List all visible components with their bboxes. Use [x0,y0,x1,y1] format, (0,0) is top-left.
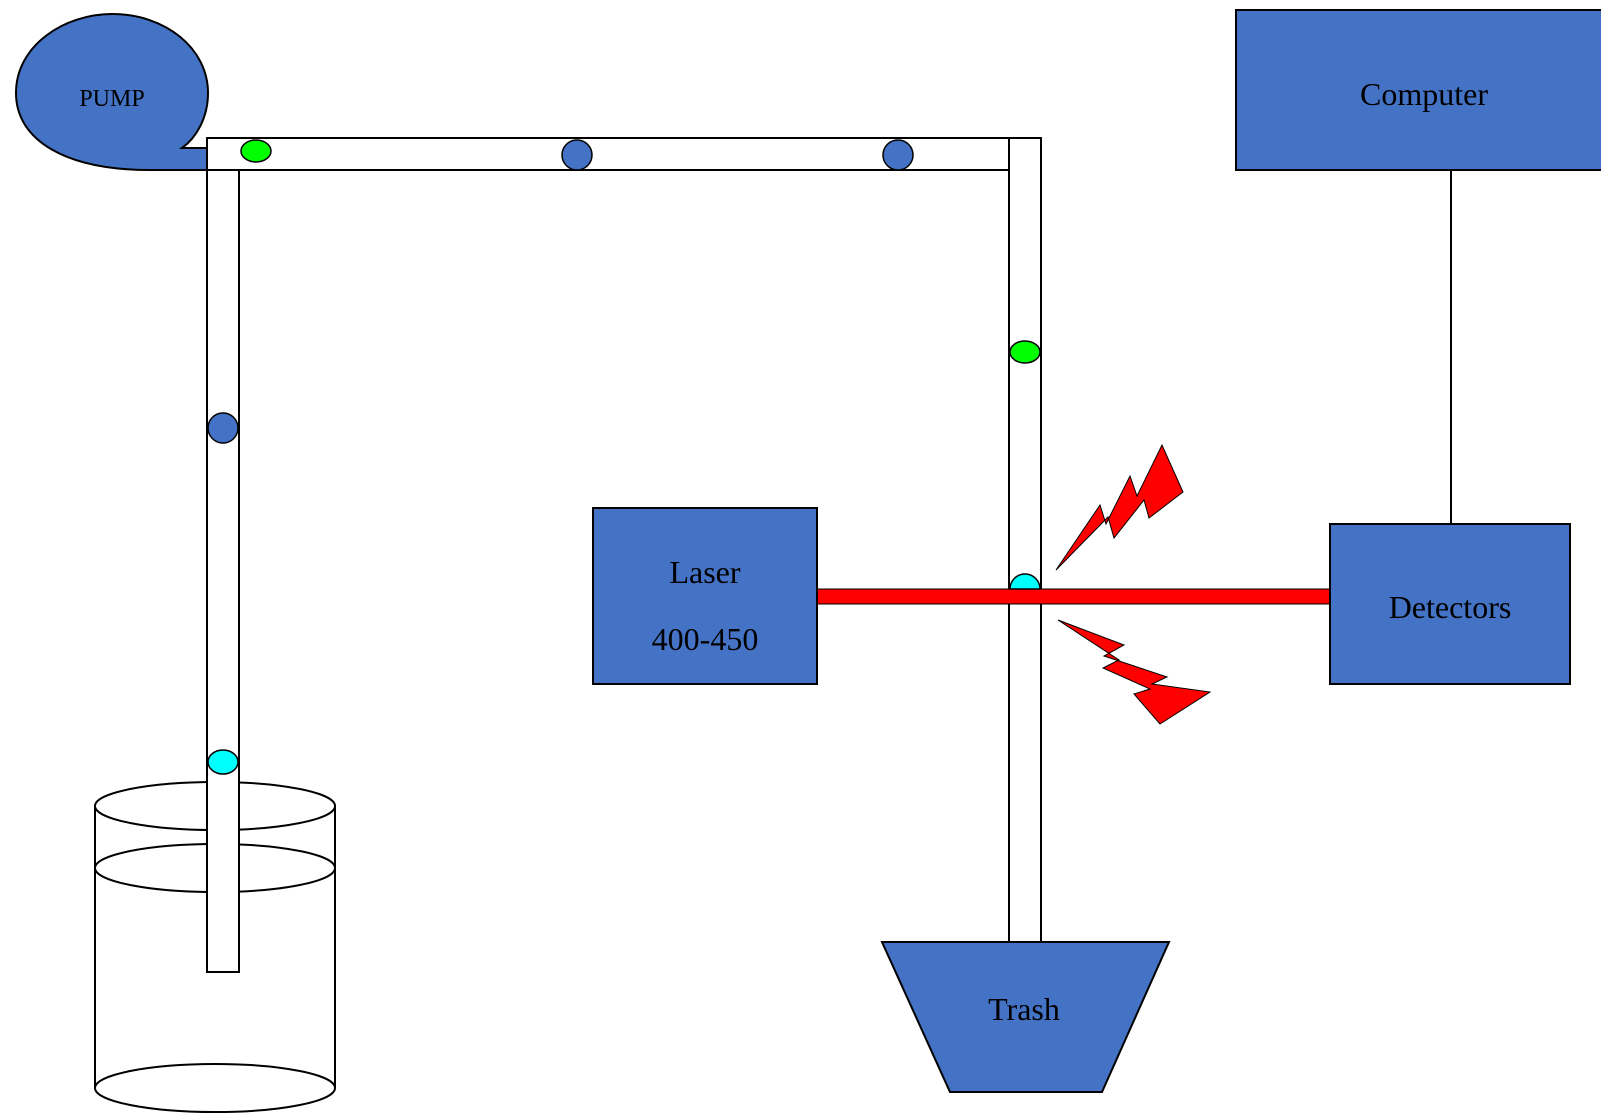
cells [207,139,1041,775]
cell-green [1009,340,1041,364]
pump-shape [14,12,210,171]
detectors-label: Detectors [1389,589,1512,625]
lightning-bolt-icon [1057,619,1212,725]
computer-box [1235,9,1601,171]
trash-label: Trash [988,991,1060,1027]
cell-blue [561,139,593,171]
computer-label: Computer [1360,76,1488,112]
cell-blue [207,412,239,444]
cell-cyan-in-beam [1009,573,1041,590]
horizontal-tube [206,137,1042,171]
beaker-bottom [94,1063,336,1113]
cell-cyan [207,749,239,775]
laser-box [592,507,818,685]
flow-cell-tube [1008,137,1042,943]
trash-bin [880,941,1171,1093]
cell-green [240,139,272,163]
laser-label: Laser [669,554,740,590]
cell-blue [882,139,914,171]
pump-label: PUMP [79,86,144,112]
detectors-box [1329,523,1571,685]
intake-tube [206,169,240,973]
laser-wavelength: 400-450 [652,621,759,657]
laser-beam [816,588,1331,605]
lightning-bolt-icon [1055,443,1184,571]
